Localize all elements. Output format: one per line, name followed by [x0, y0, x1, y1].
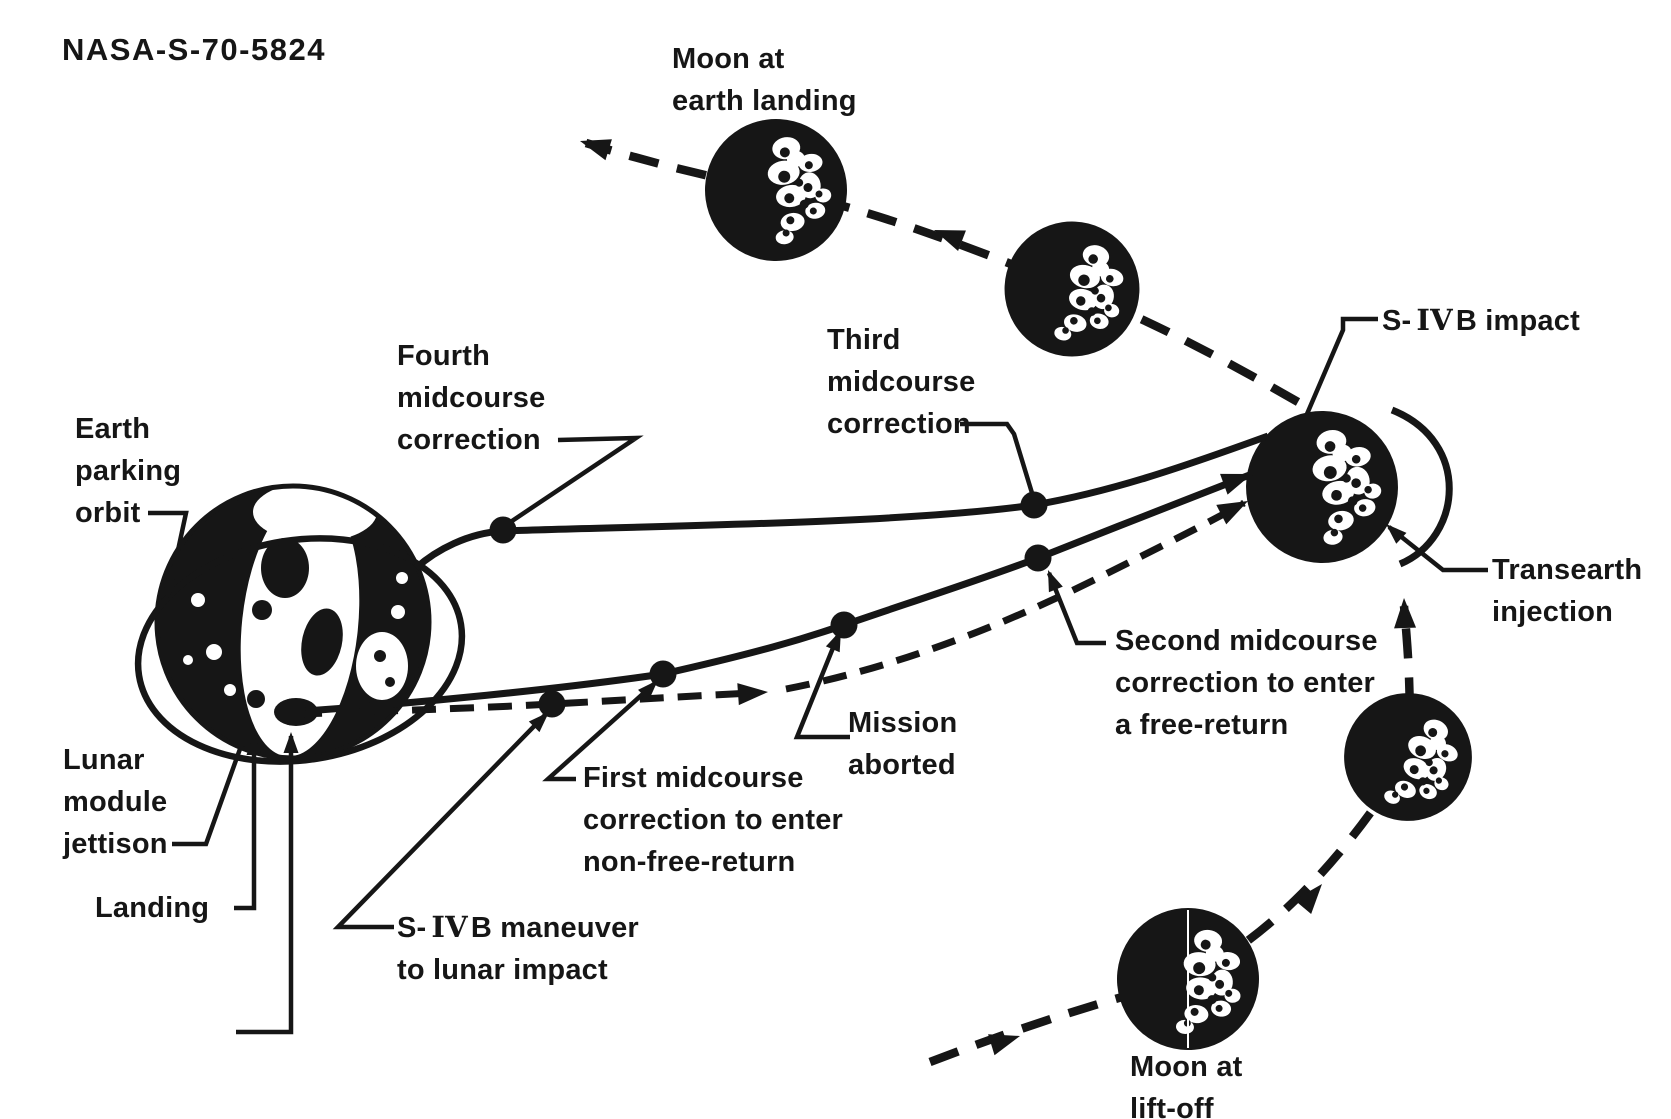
- s4b-maneuver-leader: [332, 712, 548, 930]
- first-midcourse-leader: [542, 681, 657, 782]
- label-first-midcourse: First midcourse correction to enter non-…: [583, 762, 844, 879]
- event-dots: [247, 491, 1052, 726]
- moon-at-earth-landing-icon: [695, 109, 857, 271]
- event-dot-second-midcourse: [1024, 544, 1052, 572]
- moon-orbit-path: [584, 138, 1414, 1066]
- mission-aborted-leader: [793, 632, 850, 740]
- label-fourth-midcourse: Fourth midcourse correction: [397, 340, 546, 457]
- s4b-lunar-impact-trajectory: [297, 499, 1246, 718]
- s4b-impact-leader: [1304, 316, 1378, 415]
- roman-numeral: IV: [431, 910, 468, 944]
- roman-numeral: IV: [1416, 303, 1453, 337]
- pericynthion-swing-arc: [1390, 406, 1453, 568]
- event-dot-third-midcourse: [1020, 491, 1048, 519]
- translunar-injection-leader: [236, 736, 294, 1035]
- moon-orbit-arrows: [576, 130, 1417, 1056]
- event-dot-fourth-midcourse: [489, 516, 517, 544]
- label-lunar-module-jettison: Lunar module jettison: [63, 744, 168, 861]
- label-moon-at-lift-off: Moon at lift-off: [1130, 1051, 1243, 1119]
- label-transearth-injection: Transearth injection: [1492, 554, 1643, 629]
- leader-lines: [148, 316, 1488, 1035]
- fourth-midcourse-leader: [504, 435, 644, 527]
- label-earth-parking-orbit: Earth parking orbit: [75, 413, 182, 530]
- label-mission-aborted: Mission aborted: [848, 707, 958, 782]
- event-dot-mission-aborted: [830, 611, 858, 639]
- moon-at-pericynthion-icon: [1233, 398, 1411, 576]
- event-dot-first-midcourse: [649, 660, 677, 688]
- moon-on-return-icon: [990, 207, 1154, 371]
- label-third-midcourse: Third midcourse correction: [827, 324, 976, 441]
- earth-parking-orbit-ellipse: [134, 535, 466, 765]
- label-moon-at-earth-landing: Moon at earth landing: [672, 43, 857, 118]
- event-dot-landing: [247, 690, 265, 708]
- earth-parking-orbit-leader: [148, 510, 189, 598]
- third-midcourse-leader: [960, 421, 1035, 494]
- transearth-injection-leader: [1387, 525, 1488, 573]
- label-second-midcourse: Second midcourse correction to enter a f…: [1115, 625, 1378, 742]
- event-dot-translunar-injection: [278, 698, 306, 726]
- outbound-translunar-trajectory: [291, 470, 1254, 716]
- label-landing: Landing: [95, 892, 210, 924]
- event-dot-s4b-maneuver: [538, 690, 566, 718]
- landing-leader: [234, 737, 257, 911]
- lunar-module-jettison-leader: [172, 734, 248, 847]
- second-midcourse-leader: [1046, 572, 1106, 646]
- return-transearth-trajectory: [413, 432, 1270, 571]
- figure-id: NASA-S-70-5824: [62, 32, 326, 67]
